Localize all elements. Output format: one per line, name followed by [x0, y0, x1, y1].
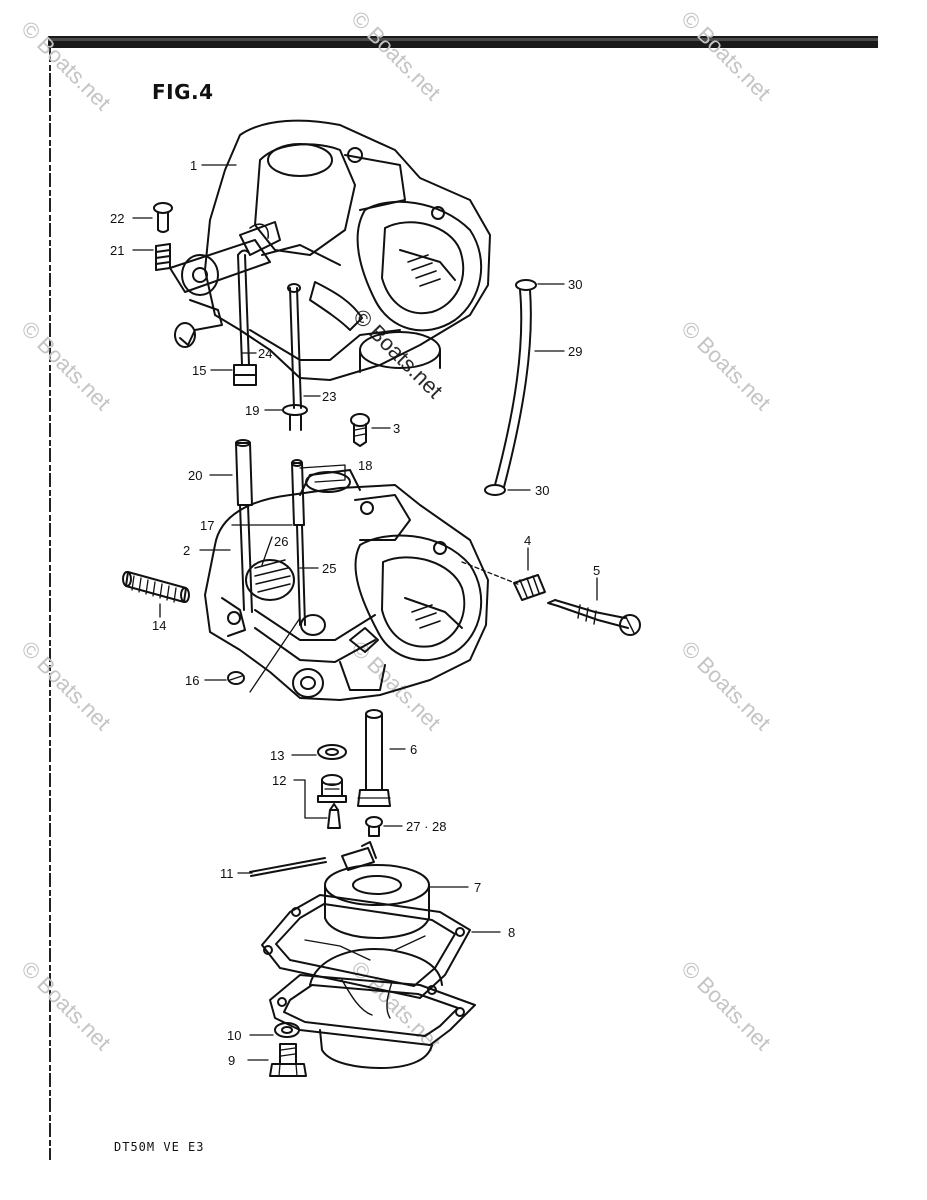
- screw-22: [153, 202, 173, 233]
- fuel-hose-29: [494, 289, 532, 488]
- bolt-9: [269, 1043, 307, 1077]
- watermark-group: © Boats.net © Boats.net © Boats.net © Bo…: [16, 6, 775, 1055]
- callout-26: 26: [274, 534, 288, 549]
- callout-20: 20: [188, 468, 202, 483]
- float-valve: [341, 841, 377, 871]
- nut-15: [233, 364, 257, 386]
- figure-title: FIG.4: [152, 80, 214, 104]
- spring-4: [513, 574, 546, 601]
- pin-11: [249, 857, 327, 877]
- callout-17: 17: [200, 518, 214, 533]
- washer-16: [227, 671, 245, 685]
- callout-22: 22: [110, 211, 124, 226]
- callout-4: 4: [524, 533, 531, 548]
- callout-2: 2: [183, 543, 190, 558]
- watermark-text: © Boats.net: [676, 6, 775, 105]
- pilot-screw-5: [547, 599, 641, 636]
- watermark-text: © Boats.net: [16, 636, 115, 735]
- watermark-text: © Boats.net: [346, 6, 445, 105]
- callout-30-top: 30: [568, 277, 582, 292]
- top-border-bar: [48, 36, 878, 48]
- callout-12: 12: [272, 773, 286, 788]
- callout-labels: 1 22 21 30 29 24 15 23 19 3 18 20 30 17 …: [110, 158, 600, 1068]
- callout-23: 23: [322, 389, 336, 404]
- callout-29: 29: [568, 344, 582, 359]
- clip-30-bottom: [484, 484, 506, 496]
- carburetor-body-lower: [204, 469, 489, 701]
- callout-5: 5: [593, 563, 600, 578]
- leader-lines: [132, 164, 598, 1061]
- callout-8: 8: [508, 925, 515, 940]
- rod-24: [237, 249, 250, 366]
- callout-30-bottom: 30: [535, 483, 549, 498]
- callout-21: 21: [110, 243, 124, 258]
- watermark-text: © Boats.net: [16, 316, 115, 415]
- callout-19: 19: [245, 403, 259, 418]
- callout-27-28: 27 · 28: [406, 819, 446, 834]
- watermark-text: © Boats.net: [676, 316, 775, 415]
- washer-10: [274, 1022, 300, 1038]
- callout-14: 14: [152, 618, 166, 633]
- nozzle-6: [357, 709, 391, 807]
- callout-18: 18: [358, 458, 372, 473]
- washer-13: [317, 744, 347, 760]
- callout-15: 15: [192, 363, 206, 378]
- nut-19: [282, 404, 308, 431]
- jet-12: [317, 774, 347, 803]
- model-code: DT50M VE E3: [114, 1140, 205, 1154]
- leader-dashed-4: [461, 561, 521, 586]
- rod-17: [291, 459, 306, 626]
- rod-20: [235, 439, 253, 613]
- callout-11: 11: [220, 866, 234, 881]
- throttle-shaft-upper: [169, 221, 281, 348]
- stud-14: [122, 571, 190, 603]
- watermark-text: © Boats.net: [676, 636, 775, 735]
- watermark-text: © Boats.net: [346, 636, 445, 735]
- callout-6: 6: [410, 742, 417, 757]
- callout-16: 16: [185, 673, 199, 688]
- watermark-text: © Boats.net: [16, 956, 115, 1055]
- watermark-text: © Boats.net: [676, 956, 775, 1055]
- screw-27-28: [365, 816, 383, 837]
- watermark-text: © Boats.net: [16, 16, 115, 115]
- callout-3: 3: [393, 421, 400, 436]
- screw-3: [350, 413, 370, 447]
- needle-jet: [327, 803, 341, 829]
- float-bowl: [269, 948, 476, 1069]
- callout-25: 25: [322, 561, 336, 576]
- watermark-text-center: © Boats.net: [348, 304, 447, 403]
- callout-24: 24: [258, 346, 272, 361]
- callout-13: 13: [270, 748, 284, 763]
- rod-23: [287, 283, 302, 409]
- callout-10: 10: [227, 1028, 241, 1043]
- gasket-8: [261, 894, 471, 999]
- float-7: [324, 864, 430, 939]
- callout-7: 7: [474, 880, 481, 895]
- callout-1: 1: [190, 158, 197, 173]
- clip-30-top: [515, 279, 537, 291]
- carburetor-body-upper: [204, 119, 491, 381]
- spring-21: [155, 243, 171, 271]
- callout-9: 9: [228, 1053, 235, 1068]
